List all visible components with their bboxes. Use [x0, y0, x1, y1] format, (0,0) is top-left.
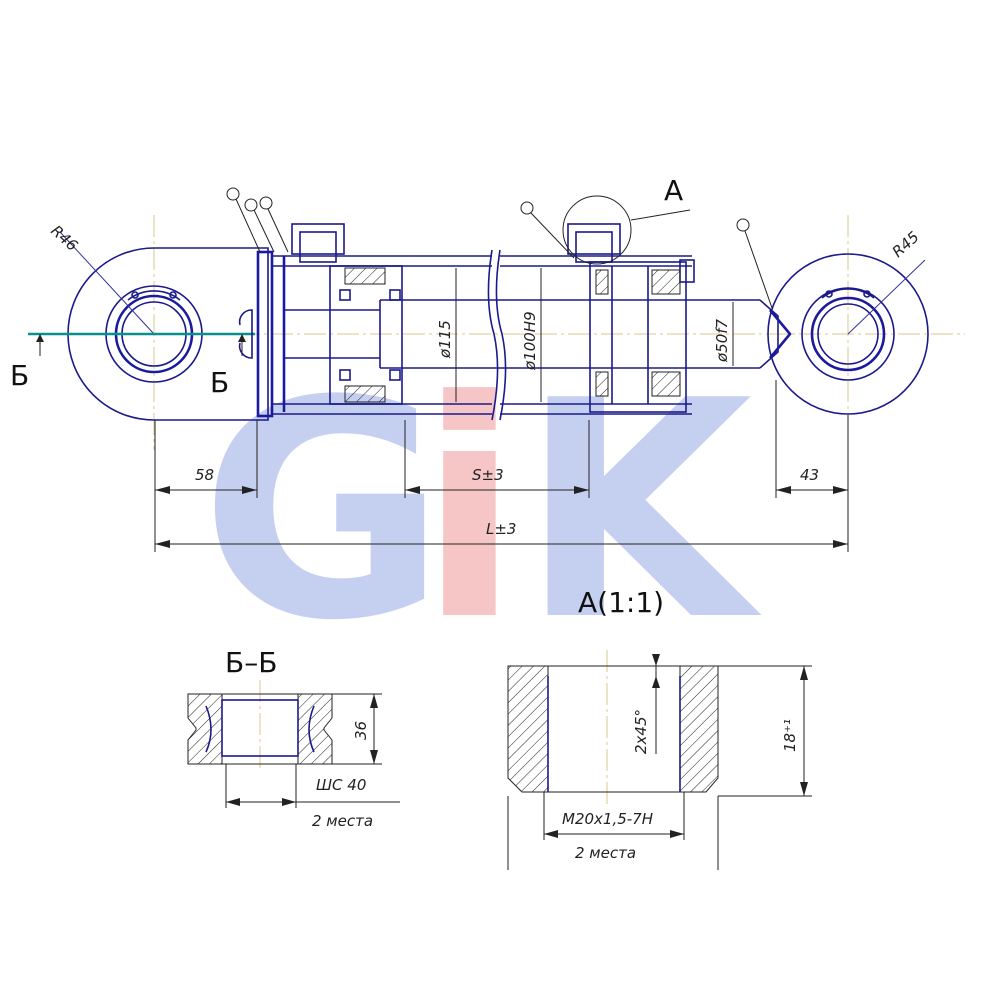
- radius-right-label: R45: [889, 228, 923, 261]
- section-mark-right: Б: [210, 366, 229, 399]
- section-bb-height-label: 36: [352, 721, 370, 740]
- dim-length-label: L±3: [486, 520, 516, 538]
- dia-bore-label: ø100H9: [521, 311, 539, 371]
- callouts: A: [226, 174, 773, 309]
- diameter-dims: ø115 ø100H9 ø50f7: [436, 268, 734, 402]
- section-bb-view: Б–Б 36 ШС 40 2 места: [187, 646, 400, 830]
- dim-right-label: 43: [800, 466, 819, 484]
- dia-piston-rod-label: ø50f7: [713, 318, 731, 363]
- watermark-letter-i: i: [418, 337, 521, 686]
- section-marks: Б Б: [10, 309, 255, 399]
- watermark-letter-k: K: [520, 337, 764, 686]
- section-bb-title: Б–Б: [225, 646, 277, 679]
- detail-a-title: A(1:1): [578, 586, 664, 619]
- detail-mark-a: A: [664, 174, 683, 207]
- section-bb-qty-label: 2 места: [312, 812, 373, 830]
- detail-a-view: A(1:1) 18⁺¹ 2x45° M20x1,5-7H 2 места: [507, 586, 812, 870]
- length-dims: 58 S±3 43 L±3: [154, 380, 849, 552]
- detail-a-qty-label: 2 места: [575, 844, 636, 862]
- detail-a-chamfer-label: 2x45°: [632, 709, 650, 754]
- dim-left-label: 58: [195, 466, 214, 484]
- section-mark-left: Б: [10, 359, 29, 392]
- detail-a-height-label: 18⁺¹: [781, 719, 799, 752]
- section-bb-bearing-label: ШС 40: [316, 776, 366, 794]
- detail-a-thread-label: M20x1,5-7H: [562, 810, 653, 828]
- dim-stroke-label: S±3: [472, 466, 504, 484]
- cylinder-body: [256, 223, 792, 421]
- watermark-letter-g: G: [200, 337, 446, 686]
- dia-rod-label: ø115: [436, 320, 454, 359]
